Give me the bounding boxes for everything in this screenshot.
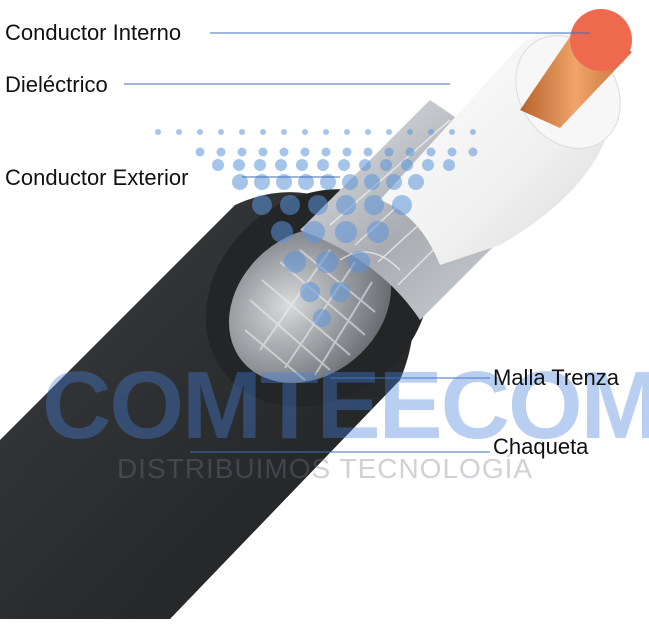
watermark-dot	[407, 129, 413, 135]
watermark-dot	[216, 147, 226, 157]
label-jacket: Chaqueta	[493, 434, 589, 459]
watermark-dot	[316, 251, 338, 273]
watermark-dot	[308, 195, 328, 215]
watermark-dot	[320, 174, 336, 190]
watermark-dot	[323, 129, 329, 135]
watermark-dot	[359, 159, 371, 171]
watermark-dot	[447, 147, 457, 157]
watermark-dot	[275, 159, 287, 171]
watermark-dot	[302, 129, 308, 135]
watermark-dot	[330, 282, 350, 302]
watermark-dot	[422, 159, 434, 171]
watermark-dot	[405, 147, 415, 157]
watermark-dot	[239, 129, 245, 135]
watermark-dot	[365, 129, 371, 135]
watermark-dot	[364, 174, 380, 190]
braid-weave	[244, 249, 376, 381]
label-braid: Malla Trenza	[493, 365, 619, 390]
watermark-dot	[155, 129, 161, 135]
watermark-dot	[384, 147, 394, 157]
watermark-dot	[284, 251, 306, 273]
leader-lines	[124, 32, 590, 453]
watermark-dot	[300, 282, 320, 302]
watermark-dot	[317, 159, 329, 171]
label-outer-conductor: Conductor Exterior	[5, 165, 189, 190]
watermark-dot	[258, 147, 268, 157]
watermark-dot	[428, 129, 434, 135]
watermark-dot	[408, 174, 424, 190]
watermark-dot	[363, 147, 373, 157]
watermark-dot	[176, 129, 182, 135]
watermark-dot	[367, 221, 389, 243]
watermark-dot	[338, 159, 350, 171]
watermark-dot	[344, 129, 350, 135]
watermark-dot	[252, 195, 272, 215]
watermark-dot	[254, 159, 266, 171]
watermark-dot	[392, 195, 412, 215]
watermark-dot	[233, 159, 245, 171]
watermark-dot	[321, 147, 331, 157]
watermark-dot	[386, 129, 392, 135]
watermark-dot	[300, 147, 310, 157]
watermark-dot	[449, 129, 455, 135]
watermark-dot	[276, 174, 292, 190]
watermark-dot	[443, 159, 455, 171]
watermark-dot	[348, 251, 370, 273]
watermark-dot	[426, 147, 436, 157]
watermark-dot	[296, 159, 308, 171]
watermark-dot	[197, 129, 203, 135]
watermark-dot	[468, 147, 478, 157]
watermark-dot	[218, 129, 224, 135]
watermark-dot	[237, 147, 247, 157]
watermark-dot	[364, 195, 384, 215]
watermark-dot	[260, 129, 266, 135]
label-inner-conductor: Conductor Interno	[5, 20, 182, 45]
watermark-dot	[386, 174, 402, 190]
watermark-dot	[281, 129, 287, 135]
watermark-dot	[313, 309, 331, 327]
watermark-dot	[232, 174, 248, 190]
copper-tip	[570, 9, 632, 71]
watermark-dot	[298, 174, 314, 190]
watermark-dot	[279, 147, 289, 157]
watermark-tagline: DISTRIBUIMOS TECNOLOGÍA	[116, 453, 534, 484]
watermark-dot	[254, 174, 270, 190]
watermark-dot	[280, 195, 300, 215]
watermark-dot	[303, 221, 325, 243]
watermark-dot	[470, 129, 476, 135]
watermark-dot	[271, 221, 293, 243]
label-dielectric: Dieléctrico	[5, 72, 108, 97]
watermark-dot	[342, 147, 352, 157]
watermark-brand: COMTEECOM	[42, 352, 649, 459]
watermark-dot	[380, 159, 392, 171]
watermark-dot	[401, 159, 413, 171]
watermark-dots	[155, 129, 478, 327]
watermark-dot	[335, 221, 357, 243]
watermark-dot	[212, 159, 224, 171]
watermark-dot	[195, 147, 205, 157]
watermark-dot	[336, 195, 356, 215]
watermark-dot	[342, 174, 358, 190]
